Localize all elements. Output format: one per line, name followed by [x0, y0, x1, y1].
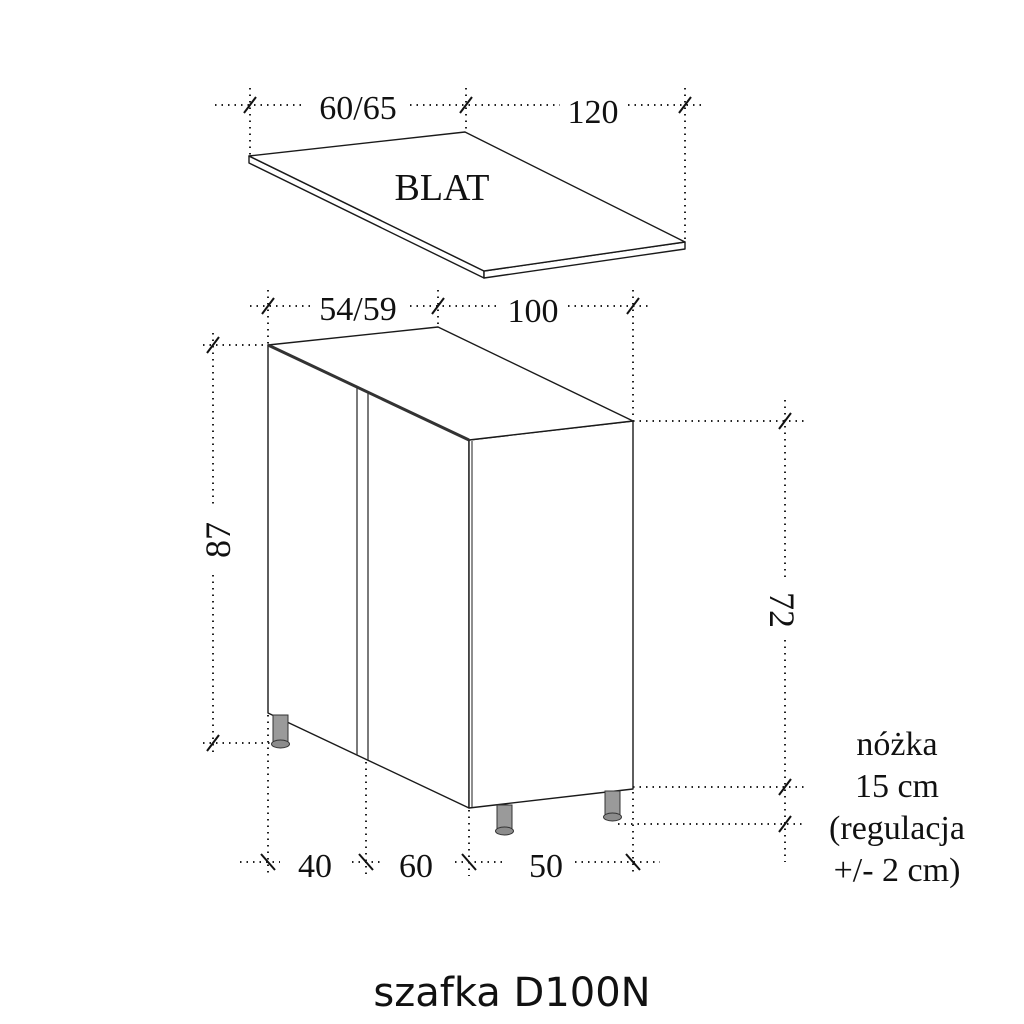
countertop-top-face — [248, 131, 686, 272]
leg-note-line4: +/- 2 cm) — [834, 852, 961, 889]
cabinet-bottom-dimensions: 40 60 50 — [240, 715, 660, 885]
diagram-title: szafka D100N — [373, 970, 650, 1016]
cabinet-depth-label: 54/59 — [319, 291, 396, 328]
cabinet-top-dimensions: 54/59 100 — [250, 290, 652, 421]
leg-front — [495, 804, 514, 836]
total-height-label: 87 — [198, 522, 238, 558]
countertop: BLAT — [248, 131, 686, 279]
left-door-width-label: 40 — [298, 848, 332, 885]
countertop-width-label: 120 — [568, 94, 619, 131]
body-height-dimension: 72 — [618, 400, 805, 862]
total-height-dimension: 87 — [198, 333, 270, 755]
leg-note-line1: nóżka — [856, 726, 937, 763]
body-height-label: 72 — [762, 592, 802, 628]
leg-right — [603, 790, 622, 822]
countertop-label: BLAT — [395, 167, 490, 209]
cabinet-width-label: 100 — [508, 293, 559, 330]
leg-left — [271, 714, 290, 749]
leg-note-line3: (regulacja — [829, 810, 965, 847]
right-door-width-label: 60 — [399, 848, 433, 885]
countertop-dimensions: 60/65 120 — [215, 88, 702, 242]
side-width-label: 50 — [529, 848, 563, 885]
cabinet — [267, 326, 634, 809]
countertop-depth-label: 60/65 — [319, 90, 396, 127]
leg-note: nóżka 15 cm (regulacja +/- 2 cm) — [829, 726, 965, 889]
cabinet-side-face — [468, 420, 634, 809]
cabinet-legs — [271, 714, 622, 836]
leg-note-line2: 15 cm — [855, 768, 939, 805]
